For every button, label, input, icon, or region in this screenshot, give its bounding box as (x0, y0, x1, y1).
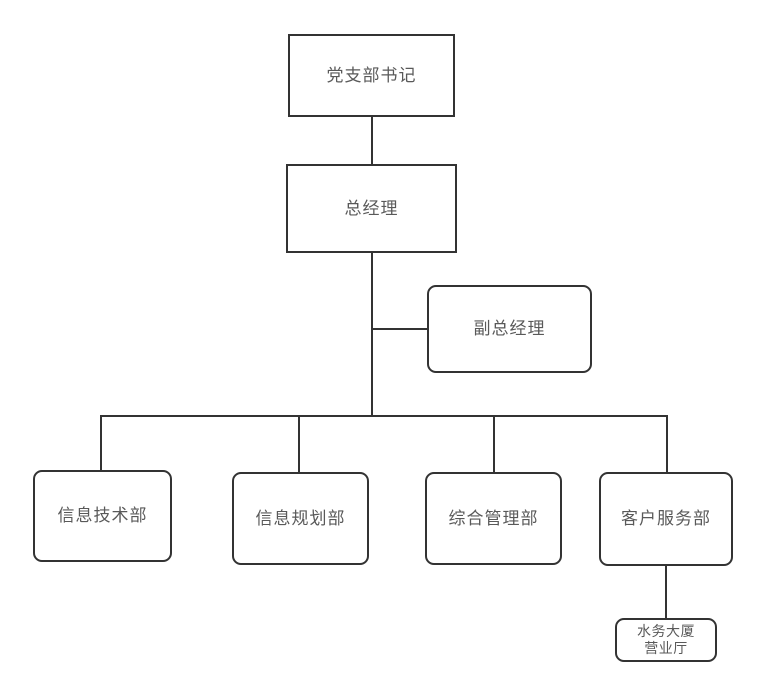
connector-drop-customer (666, 417, 668, 472)
node-label: 总经理 (344, 198, 399, 218)
node-party-branch-secretary[interactable]: 党支部书记 (288, 34, 455, 117)
node-deputy-general-manager[interactable]: 副总经理 (427, 285, 592, 373)
node-label: 党支部书记 (326, 65, 417, 85)
connector-deputy-branch (373, 328, 427, 330)
node-label: 客户服务部 (621, 509, 711, 529)
node-label: 信息技术部 (57, 506, 148, 526)
node-dept-information-technology[interactable]: 信息技术部 (33, 470, 172, 562)
connector-customer-to-hall (665, 566, 667, 618)
node-dept-general-administration[interactable]: 综合管理部 (425, 472, 562, 565)
node-label: 信息规划部 (255, 508, 346, 528)
node-label-line2: 营业厅 (644, 640, 688, 656)
connector-distribution-bar (100, 415, 668, 417)
connector-drop-it (100, 417, 102, 470)
connector-drop-admin (493, 417, 495, 472)
node-label-line1: 水务大厦 (637, 622, 695, 639)
node-water-building-business-hall[interactable]: 水务大厦 营业厅 (615, 618, 717, 662)
node-general-manager[interactable]: 总经理 (286, 164, 457, 253)
node-dept-information-planning[interactable]: 信息规划部 (232, 472, 369, 565)
connector-drop-planning (298, 417, 300, 472)
connector-gm-trunk (371, 253, 373, 417)
node-dept-customer-service[interactable]: 客户服务部 (599, 472, 733, 566)
node-label: 综合管理部 (448, 508, 539, 528)
node-label: 副总经理 (473, 319, 546, 339)
connector-party-to-gm (371, 117, 373, 164)
